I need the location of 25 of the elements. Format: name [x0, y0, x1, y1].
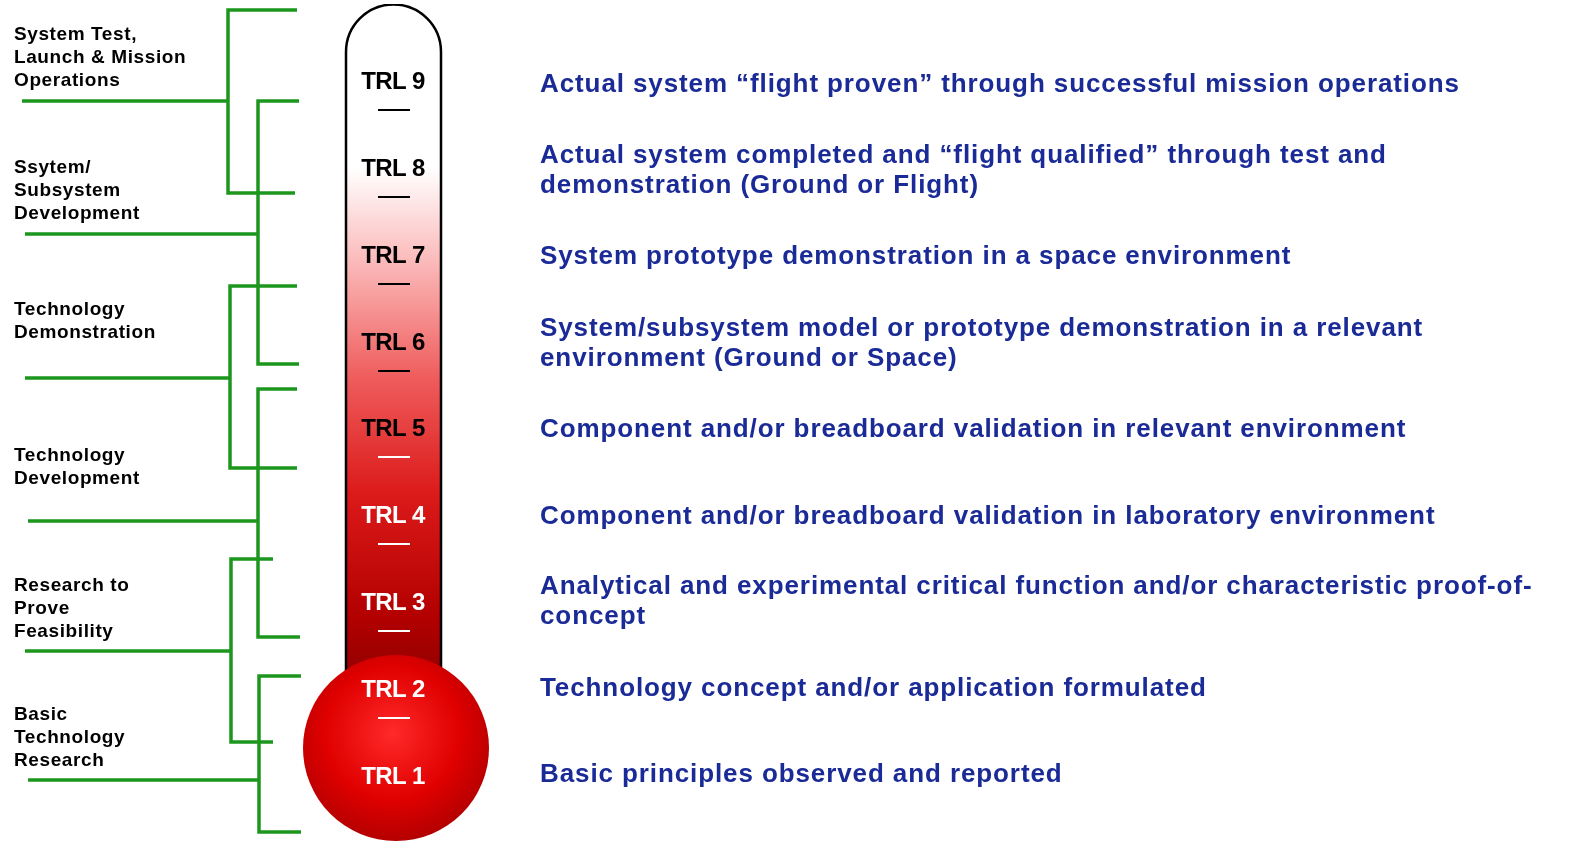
- level-description: Basic principles observed and reported: [540, 758, 1064, 788]
- level-description: Analytical and experimental critical function and/or characteristic proof-of-concept: [540, 570, 1534, 630]
- level-label: TRL 9: [360, 67, 426, 95]
- phase-label: Research to Prove Feasibility: [14, 573, 131, 642]
- level-description: Component and/or breadboard validation in relevant environment: [540, 413, 1408, 443]
- level-label: TRL 8: [360, 154, 426, 182]
- phase-label: Basic Technology Research: [14, 702, 127, 771]
- level-description: Component and/or breadboard validation in laboratory environment: [540, 500, 1437, 530]
- phase-label: Ssytem/ Subsystem Development: [14, 155, 141, 224]
- level-description: Technology concept and/or application formulated: [540, 672, 1208, 702]
- phase-label: System Test, Launch & Mission Operations: [14, 22, 188, 91]
- level-label: TRL 5: [360, 414, 426, 442]
- level-description: System prototype demonstration in a space environment: [540, 240, 1293, 270]
- level-label: TRL 2: [360, 675, 426, 703]
- level-label: TRL 1: [360, 762, 426, 790]
- phase-label: Technology Development: [14, 443, 141, 489]
- level-description: Actual system completed and “flight qualified” through test and demonstration (Ground or Flight): [540, 139, 1388, 199]
- level-description: System/subsystem model or prototype demonstration in a relevant environment (Ground or Space): [540, 312, 1425, 372]
- thermometer-drawing: [300, 4, 492, 844]
- level-description: Actual system “flight proven” through successful mission operations: [540, 68, 1461, 98]
- phase-label: Technology Demonstration: [14, 297, 157, 343]
- level-label: TRL 7: [360, 241, 426, 269]
- level-label: TRL 6: [360, 328, 426, 356]
- level-label: TRL 3: [360, 588, 426, 616]
- level-label: TRL 4: [360, 501, 427, 529]
